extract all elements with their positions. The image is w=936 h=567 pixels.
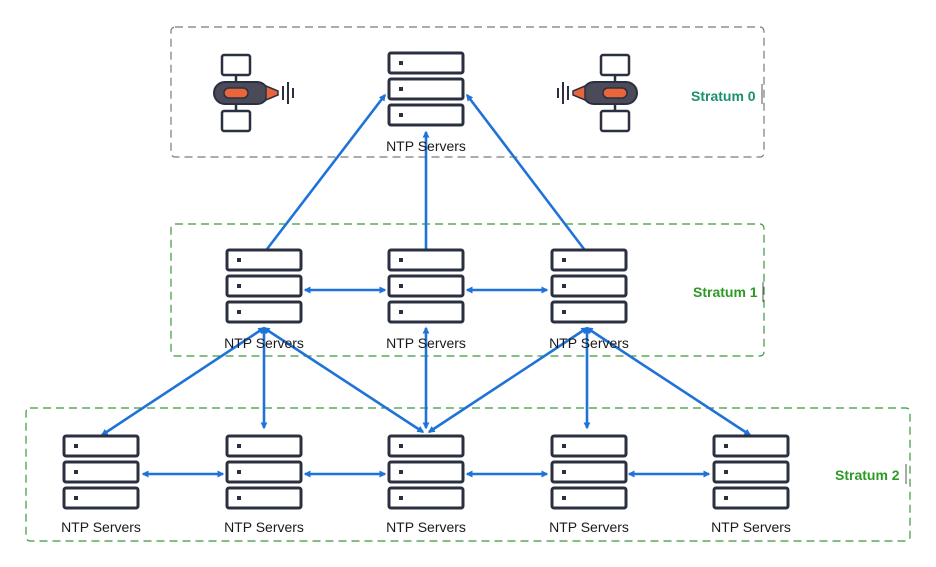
server-rack-icon (225, 248, 303, 324)
arrow-s1-right-to-s0 (465, 93, 589, 254)
stratum-1-label: Stratum 1 (693, 284, 758, 300)
connections (100, 93, 752, 478)
server-label: NTP Servers (549, 335, 629, 351)
satellite-icon (213, 53, 294, 133)
server-label: NTP Servers (386, 335, 466, 351)
server-label: NTP Servers (549, 519, 629, 535)
server-rack-icon (712, 434, 790, 510)
server-rack-icon (550, 248, 628, 324)
stratum-2-zone (25, 407, 911, 542)
arrow-s1a-s2c (262, 326, 425, 434)
stratum-1-zone (170, 223, 765, 357)
server-rack-icon (387, 434, 465, 510)
satellite-icon (557, 53, 638, 133)
server-group (62, 51, 790, 510)
server-rack-icon (62, 434, 140, 510)
server-label: NTP Servers (61, 519, 141, 535)
arrow-s1c-s2e (585, 326, 752, 437)
server-label: NTP Servers (224, 519, 304, 535)
server-rack-icon (387, 248, 465, 324)
arrow-s1-left-to-s0 (262, 93, 387, 254)
server-rack-icon (550, 434, 628, 510)
stratum-0-label: Stratum 0 (691, 88, 756, 104)
arrow-s1c-s2c (427, 326, 589, 434)
stratum-0-zone (170, 26, 765, 158)
server-label: NTP Servers (386, 138, 466, 154)
stratum-2-label: Stratum 2 (835, 467, 900, 483)
server-rack-icon (225, 434, 303, 510)
arrow-s1a-s2a (100, 326, 266, 437)
server-label: NTP Servers (386, 519, 466, 535)
server-label: NTP Servers (711, 519, 791, 535)
server-label: NTP Servers (224, 335, 304, 351)
server-rack-icon (387, 51, 465, 127)
